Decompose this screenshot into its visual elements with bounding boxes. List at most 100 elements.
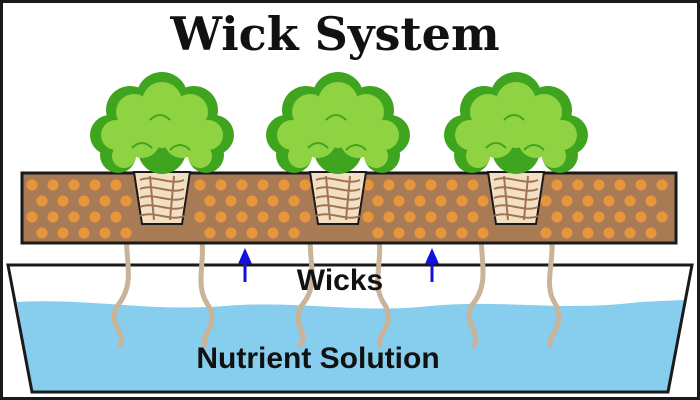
clay-pellet [120,227,132,239]
clay-pellet [383,211,395,223]
clay-pellet [551,211,563,223]
wick-strand [111,222,131,348]
clay-pellet [572,179,584,191]
clay-pellet [477,195,489,207]
clay-pellet [656,179,668,191]
clay-pellet [78,195,90,207]
clay-pellet [26,179,38,191]
clay-pellet [68,179,80,191]
nutrient-solution-water [17,300,684,392]
clay-pellet [278,211,290,223]
clay-pellet [446,211,458,223]
clay-pellet [425,211,437,223]
clay-pellet [477,227,489,239]
clay-pellet [194,179,206,191]
clay-pellet [540,195,552,207]
clay-pellet [603,195,615,207]
clay-pellet [435,227,447,239]
lettuce-plants [90,72,588,174]
clay-pellet [47,179,59,191]
nutrient-solution-label: Nutrient Solution [196,342,439,375]
clay-pellet [257,179,269,191]
clay-pellet [47,211,59,223]
clay-pellet [57,195,69,207]
reservoir-outline [6,263,694,394]
clay-pellet [362,211,374,223]
net-pot [486,171,546,225]
clay-pellet [467,211,479,223]
clay-pellet [372,195,384,207]
clay-pellet [225,227,237,239]
clay-pellet [635,179,647,191]
wick-strand [295,222,315,348]
up-arrow-icon [425,248,439,282]
clay-pellet [288,195,300,207]
clay-pellet [120,195,132,207]
clay-pellet [456,227,468,239]
clay-pellet [36,227,48,239]
clay-pellet [582,195,594,207]
lettuce-plant [90,72,234,174]
clay-pellet [57,227,69,239]
clay-pellet [614,211,626,223]
clay-pellet [236,211,248,223]
clay-pellet [551,179,563,191]
clay-pellet [246,195,258,207]
clay-pellet [267,195,279,207]
clay-pellet [404,211,416,223]
clay-pellet [645,195,657,207]
clay-pellet [383,179,395,191]
clay-pellet [204,227,216,239]
clay-pellet [393,195,405,207]
clay-pellet [467,179,479,191]
clay-pellet [645,227,657,239]
clay-pellet [204,195,216,207]
clay-pellets [26,179,668,239]
clay-pellet [89,211,101,223]
up-arrow-icon [238,248,252,282]
clay-pellet [593,179,605,191]
clay-pellet [404,179,416,191]
clay-pellet [435,195,447,207]
clay-pellet [393,227,405,239]
clay-pellet [561,227,573,239]
clay-pellet [635,211,647,223]
clay-pellet [593,211,605,223]
clay-pellet [246,227,258,239]
clay-pellet [68,211,80,223]
net-pot [132,171,192,225]
clay-pellet [624,227,636,239]
clay-pellet [299,211,311,223]
clay-pellet [656,211,668,223]
clay-pellet [614,179,626,191]
wick-strand [545,222,562,348]
wick-strand [466,222,486,348]
reservoir [6,263,694,394]
clay-pellet [288,227,300,239]
wick-strand [372,222,391,348]
clay-pellet [299,179,311,191]
clay-pellet [110,211,122,223]
clay-pellet [540,227,552,239]
clay-pellet [99,227,111,239]
clay-pellet [215,179,227,191]
wick-flow-arrows [238,248,439,282]
clay-pellet [414,195,426,207]
clay-pellet [99,195,111,207]
clay-pellet [215,211,227,223]
clay-pellet [446,179,458,191]
clay-pellet [225,195,237,207]
clay-pellet [26,211,38,223]
net-pot [308,171,368,225]
clay-pellet [414,227,426,239]
clay-pellet [603,227,615,239]
clay-pellet [456,195,468,207]
clay-pellet [372,227,384,239]
clay-pellet [624,195,636,207]
clay-pellet [89,179,101,191]
clay-pellet [278,179,290,191]
clay-pellet [425,179,437,191]
wick-strands [111,222,562,348]
